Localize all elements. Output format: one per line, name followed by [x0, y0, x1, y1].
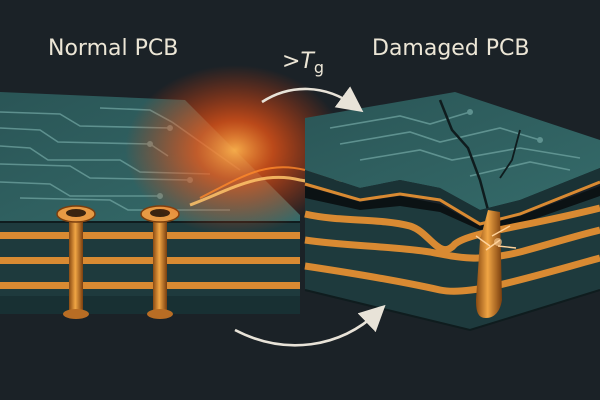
damaged-pcb-top-surface [305, 92, 600, 210]
threshold-subscript: g [314, 58, 324, 77]
delamination-gap [305, 186, 600, 232]
copper-layer [304, 226, 600, 262]
copper-layer [0, 257, 300, 264]
copper-layer [0, 232, 300, 239]
damaged-pcb [304, 92, 600, 332]
normal-pcb-label: Normal PCB [48, 36, 178, 61]
copper-layer [304, 254, 600, 295]
copper-via-icon [56, 205, 96, 319]
surface-crack [438, 99, 490, 211]
threshold-prefix: > [282, 49, 300, 74]
cracked-via-icon [475, 210, 517, 318]
damaged-pcb-label: Damaged PCB [372, 36, 530, 61]
glass-transition-label: >Tg [282, 49, 324, 77]
copper-layer [0, 282, 300, 289]
damaged-pcb-traces [329, 109, 581, 177]
damaged-pcb-laminate [305, 196, 600, 330]
threshold-symbol: T [300, 49, 315, 74]
curved-arrow-icon [261, 86, 364, 113]
curved-arrow-icon [234, 304, 386, 347]
copper-layer [304, 204, 600, 254]
